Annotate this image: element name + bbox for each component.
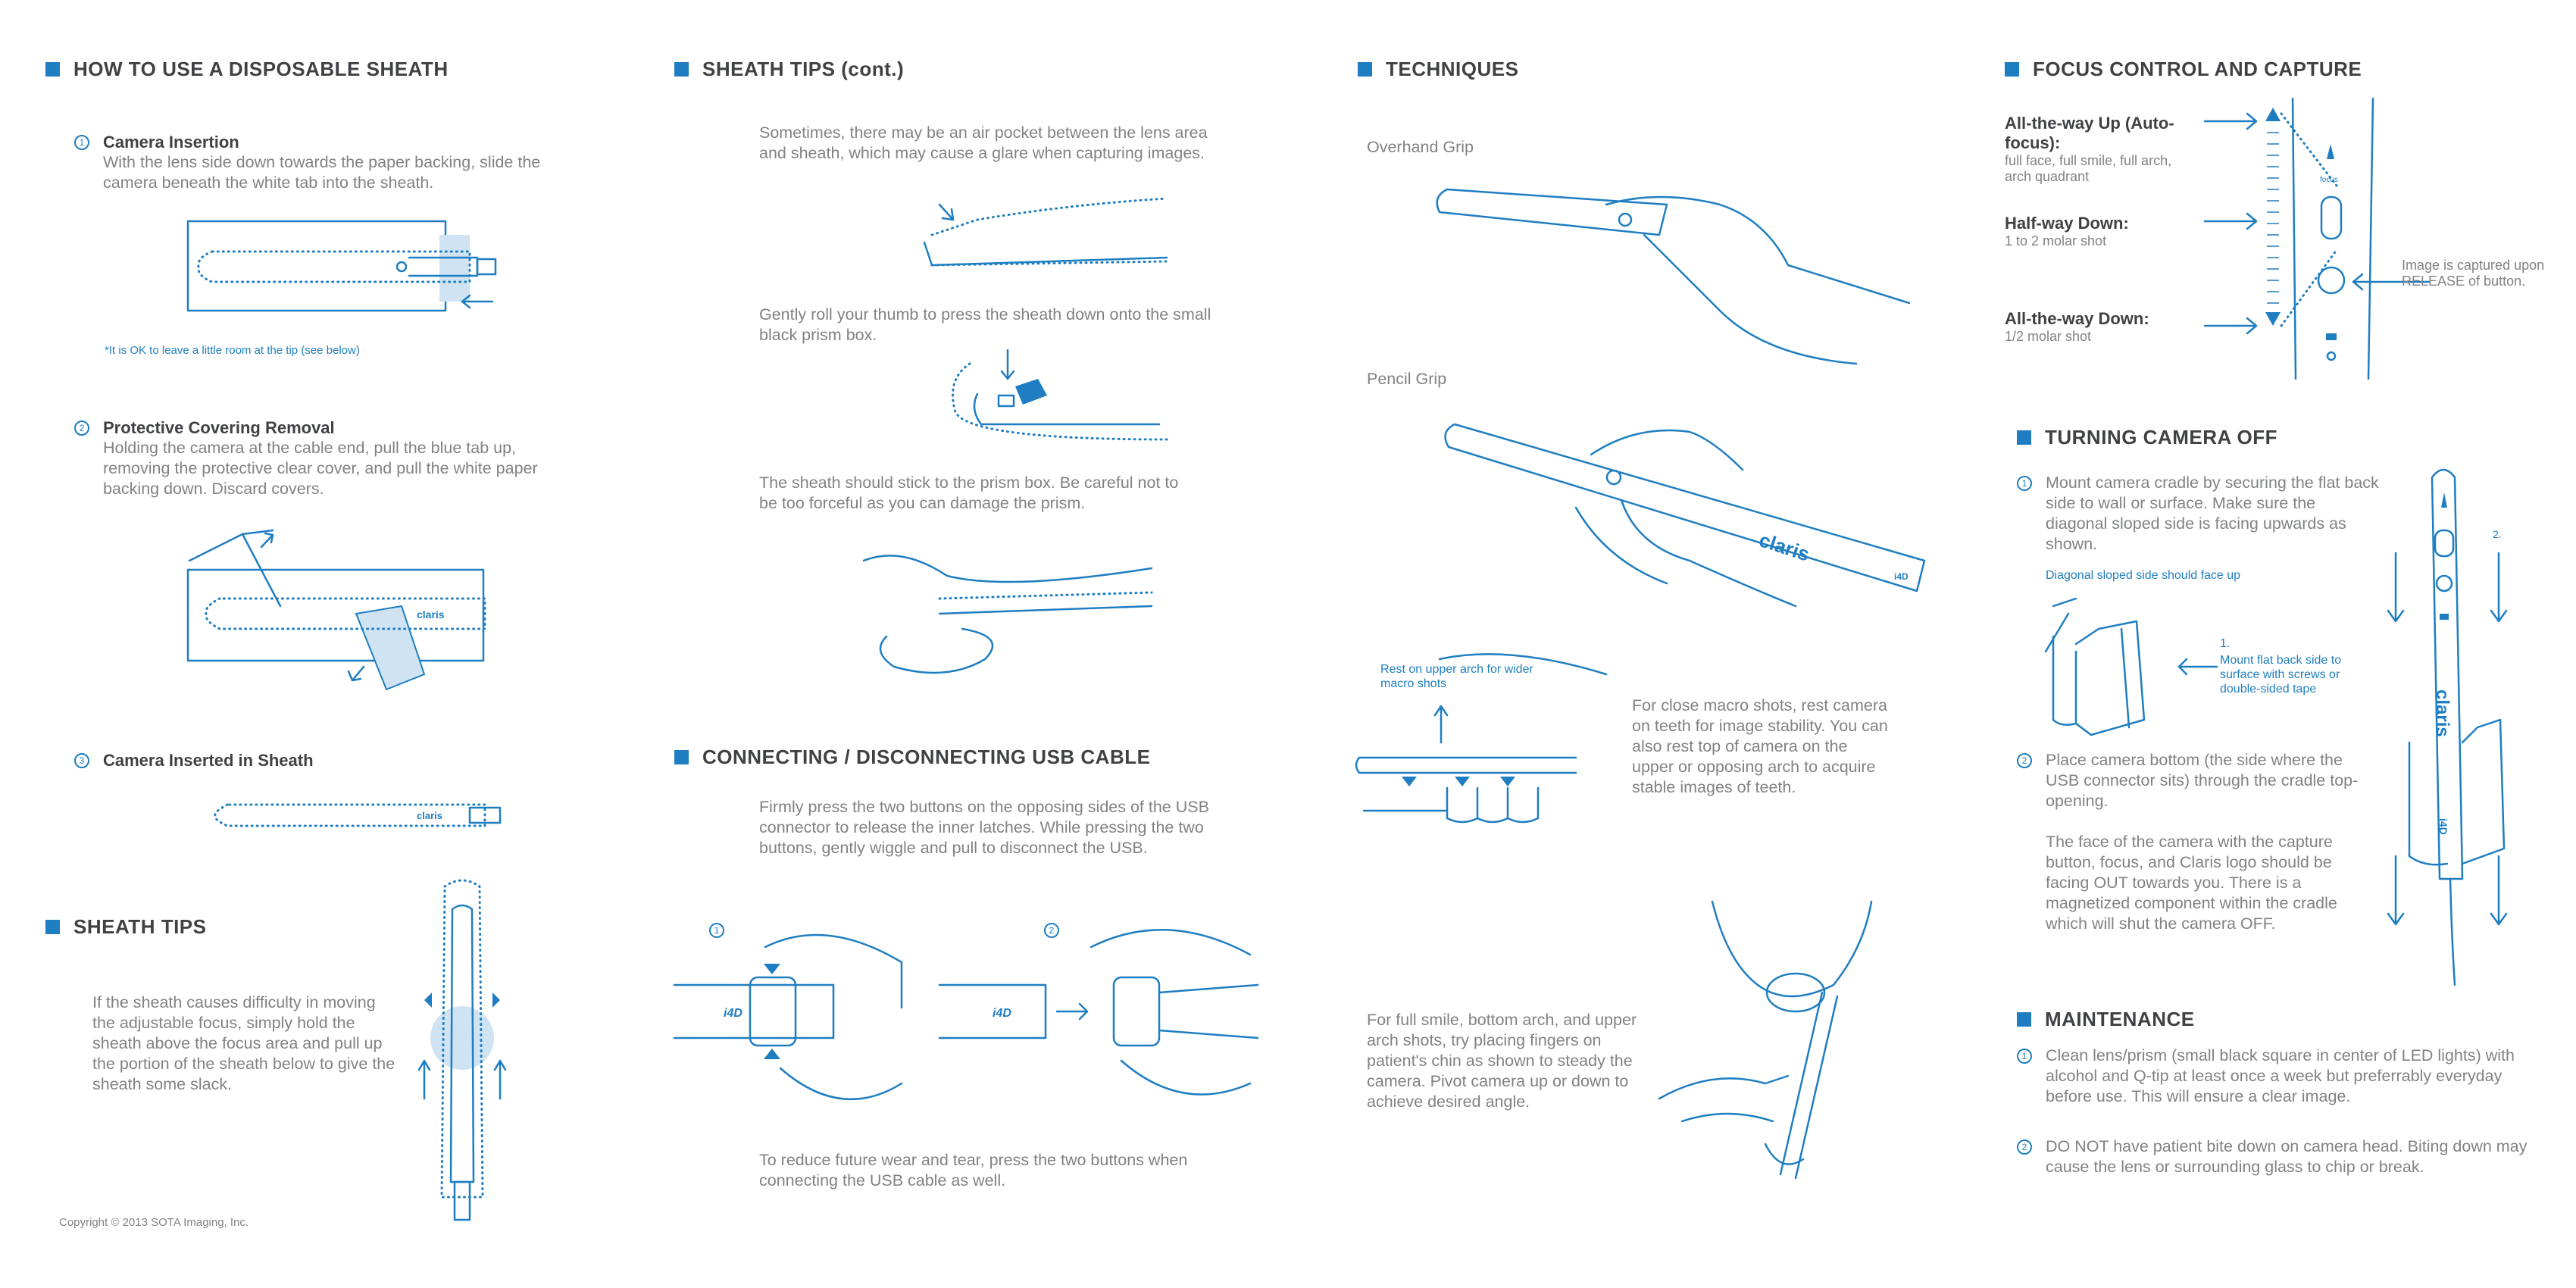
cradle-illustration [2044, 597, 2146, 736]
step-number-2: 2 [74, 420, 89, 436]
sheath-slack-illustration [417, 879, 507, 1221]
usb-instructions-text: Firmly press the two buttons on the oppo… [759, 798, 1209, 857]
section-marker [45, 920, 60, 934]
section-title-turning-off: TURNING CAMERA OFF [2017, 426, 2277, 449]
step-title: Camera Insertion [103, 133, 239, 152]
section-title-sheath-tips: SHEATH TIPS [45, 915, 206, 939]
full-smile-text: For full smile, bottom arch, and upper a… [1367, 1011, 1637, 1111]
off-step-number-2: 2 [2017, 753, 2032, 768]
pencil-grip-illustration: claris i4D [1444, 423, 1926, 608]
overhand-grip-label: Overhand Grip [1367, 138, 1474, 156]
usb-step-number-1: 1 [709, 923, 724, 938]
air-pocket-illustration [923, 197, 1168, 267]
section-marker [2017, 430, 2031, 445]
section-title-maintenance: MAINTENANCE [2017, 1008, 2195, 1031]
section-marker [2005, 62, 2019, 77]
section-title-disposable-sheath: HOW TO USE A DISPOSABLE SHEATH [45, 58, 449, 81]
camera-in-cradle-illustration: claris i4D 2. [2387, 468, 2508, 986]
focus-half-text: 1 to 2 molar shot [2005, 233, 2107, 249]
step-text: With the lens side down towards the pape… [103, 153, 541, 192]
diagonal-side-note: Diagonal sloped side should face up [2046, 569, 2241, 582]
section-marker [2017, 1012, 2031, 1027]
place-camera-text: Place camera bottom (the side where the … [2046, 751, 2359, 810]
cover-removal-illustration: claris [186, 529, 486, 691]
section-marker [45, 62, 60, 77]
section-title-sheath-tips-cont: SHEATH TIPS (cont.) [674, 58, 904, 81]
sheath-stick-illustration [862, 555, 1153, 674]
section-title-usb-cable: CONNECTING / DISCONNECTING USB CABLE [674, 746, 1150, 769]
step-number-1: 1 [74, 135, 89, 150]
section-title-techniques: TECHNIQUES [1358, 58, 1518, 81]
step-2-marker: 2. [2493, 528, 2502, 540]
focus-diagram-illustration: focus [2203, 97, 2431, 380]
cradle-mount-text: Mount camera cradle by securing the flat… [2046, 474, 2379, 553]
usb-pull-illustration: i4D [938, 929, 1259, 1096]
device-model: i4D [2437, 818, 2449, 835]
plug-label: i4D [993, 1007, 1011, 1020]
sheath-stick-text: The sheath should stick to the prism box… [759, 474, 1179, 512]
step-number-3: 3 [74, 753, 89, 768]
mount-num: 1. [2220, 637, 2231, 650]
mount-surface-note: Mount flat back side to surface with scr… [2220, 654, 2342, 696]
section-marker [1358, 62, 1372, 77]
sheath-tips-text: If the sheath causes difficulty in movin… [92, 993, 395, 1093]
overhand-grip-illustration [1436, 188, 1911, 365]
usb-footer-text: To reduce future wear and tear, press th… [759, 1151, 1188, 1190]
step-title: Camera Inserted in Sheath [103, 751, 314, 770]
mount-arrow [2177, 658, 2218, 676]
usb-press-illustration: i4D [673, 933, 903, 1101]
step-title: Protective Covering Removal [103, 418, 335, 437]
capture-release-text: Image is captured upon RELEASE of button… [2402, 258, 2545, 289]
camera-face-text: The face of the camera with the capture … [2046, 833, 2337, 933]
focus-down-title: All-the-way Down: [2005, 309, 2149, 328]
step-text: Holding the camera at the cable end, pul… [103, 439, 538, 498]
maintenance-clean-text: Clean lens/prism (small black square in … [2046, 1046, 2515, 1105]
macro-shot-text: For close macro shots, rest camera on te… [1632, 696, 1888, 796]
maint-step-number-1: 1 [2017, 1049, 2032, 1064]
plug-label: i4D [724, 1007, 742, 1020]
pencil-grip-label: Pencil Grip [1367, 370, 1447, 388]
section-marker [674, 750, 689, 764]
step-camera-insertion: Camera Insertion With the lens side down… [103, 132, 573, 193]
step-covering-removal: Protective Covering Removal Holding the … [103, 417, 565, 499]
device-brand: claris [417, 810, 442, 821]
focus-up-label: All-the-way Up (Auto-focus): full face, … [2005, 114, 2202, 185]
section-title-focus-control: FOCUS CONTROL AND CAPTURE [2005, 58, 2362, 81]
macro-shot-illustration [1355, 653, 1608, 824]
focus-down-text: 1/2 molar shot [2005, 329, 2092, 344]
roll-thumb-illustration [952, 349, 1168, 441]
sheath-insertion-illustration [186, 220, 497, 312]
focus-half-title: Half-way Down: [2005, 214, 2129, 233]
roll-thumb-text: Gently roll your thumb to press the shea… [759, 305, 1211, 344]
device-brand: claris [417, 608, 445, 621]
focus-up-title: All-the-way Up (Auto-focus): [2005, 114, 2174, 152]
focus-half-label: Half-way Down: 1 to 2 molar shot [2005, 214, 2202, 249]
sheath-tip-note: *It is OK to leave a little room at the … [105, 344, 360, 357]
focus-up-text: full face, full smile, full arch, arch q… [2005, 153, 2172, 184]
device-model: i4D [1894, 571, 1909, 582]
maint-step-number-2: 2 [2017, 1140, 2032, 1155]
off-step-number-1: 1 [2017, 476, 2032, 491]
copyright-text: Copyright © 2013 SOTA Imaging, Inc. [59, 1216, 249, 1229]
section-marker [674, 62, 689, 77]
chin-support-illustration [1658, 900, 1873, 1180]
air-pocket-text: Sometimes, there may be an air pocket be… [759, 123, 1208, 162]
focus-word: focus [2320, 176, 2338, 184]
device-brand: claris [1756, 528, 1812, 566]
step-camera-inserted: Camera Inserted in Sheath [103, 750, 558, 771]
rest-upper-arch-note: Rest on upper arch for wider macro shots [1380, 663, 1533, 690]
camera-in-sheath-illustration: claris [214, 803, 502, 827]
maintenance-bite-text: DO NOT have patient bite down on camera … [2046, 1137, 2528, 1176]
focus-down-label: All-the-way Down: 1/2 molar shot [2005, 309, 2202, 345]
device-brand: claris [2432, 689, 2453, 737]
usb-step-number-2: 2 [1044, 923, 1059, 938]
